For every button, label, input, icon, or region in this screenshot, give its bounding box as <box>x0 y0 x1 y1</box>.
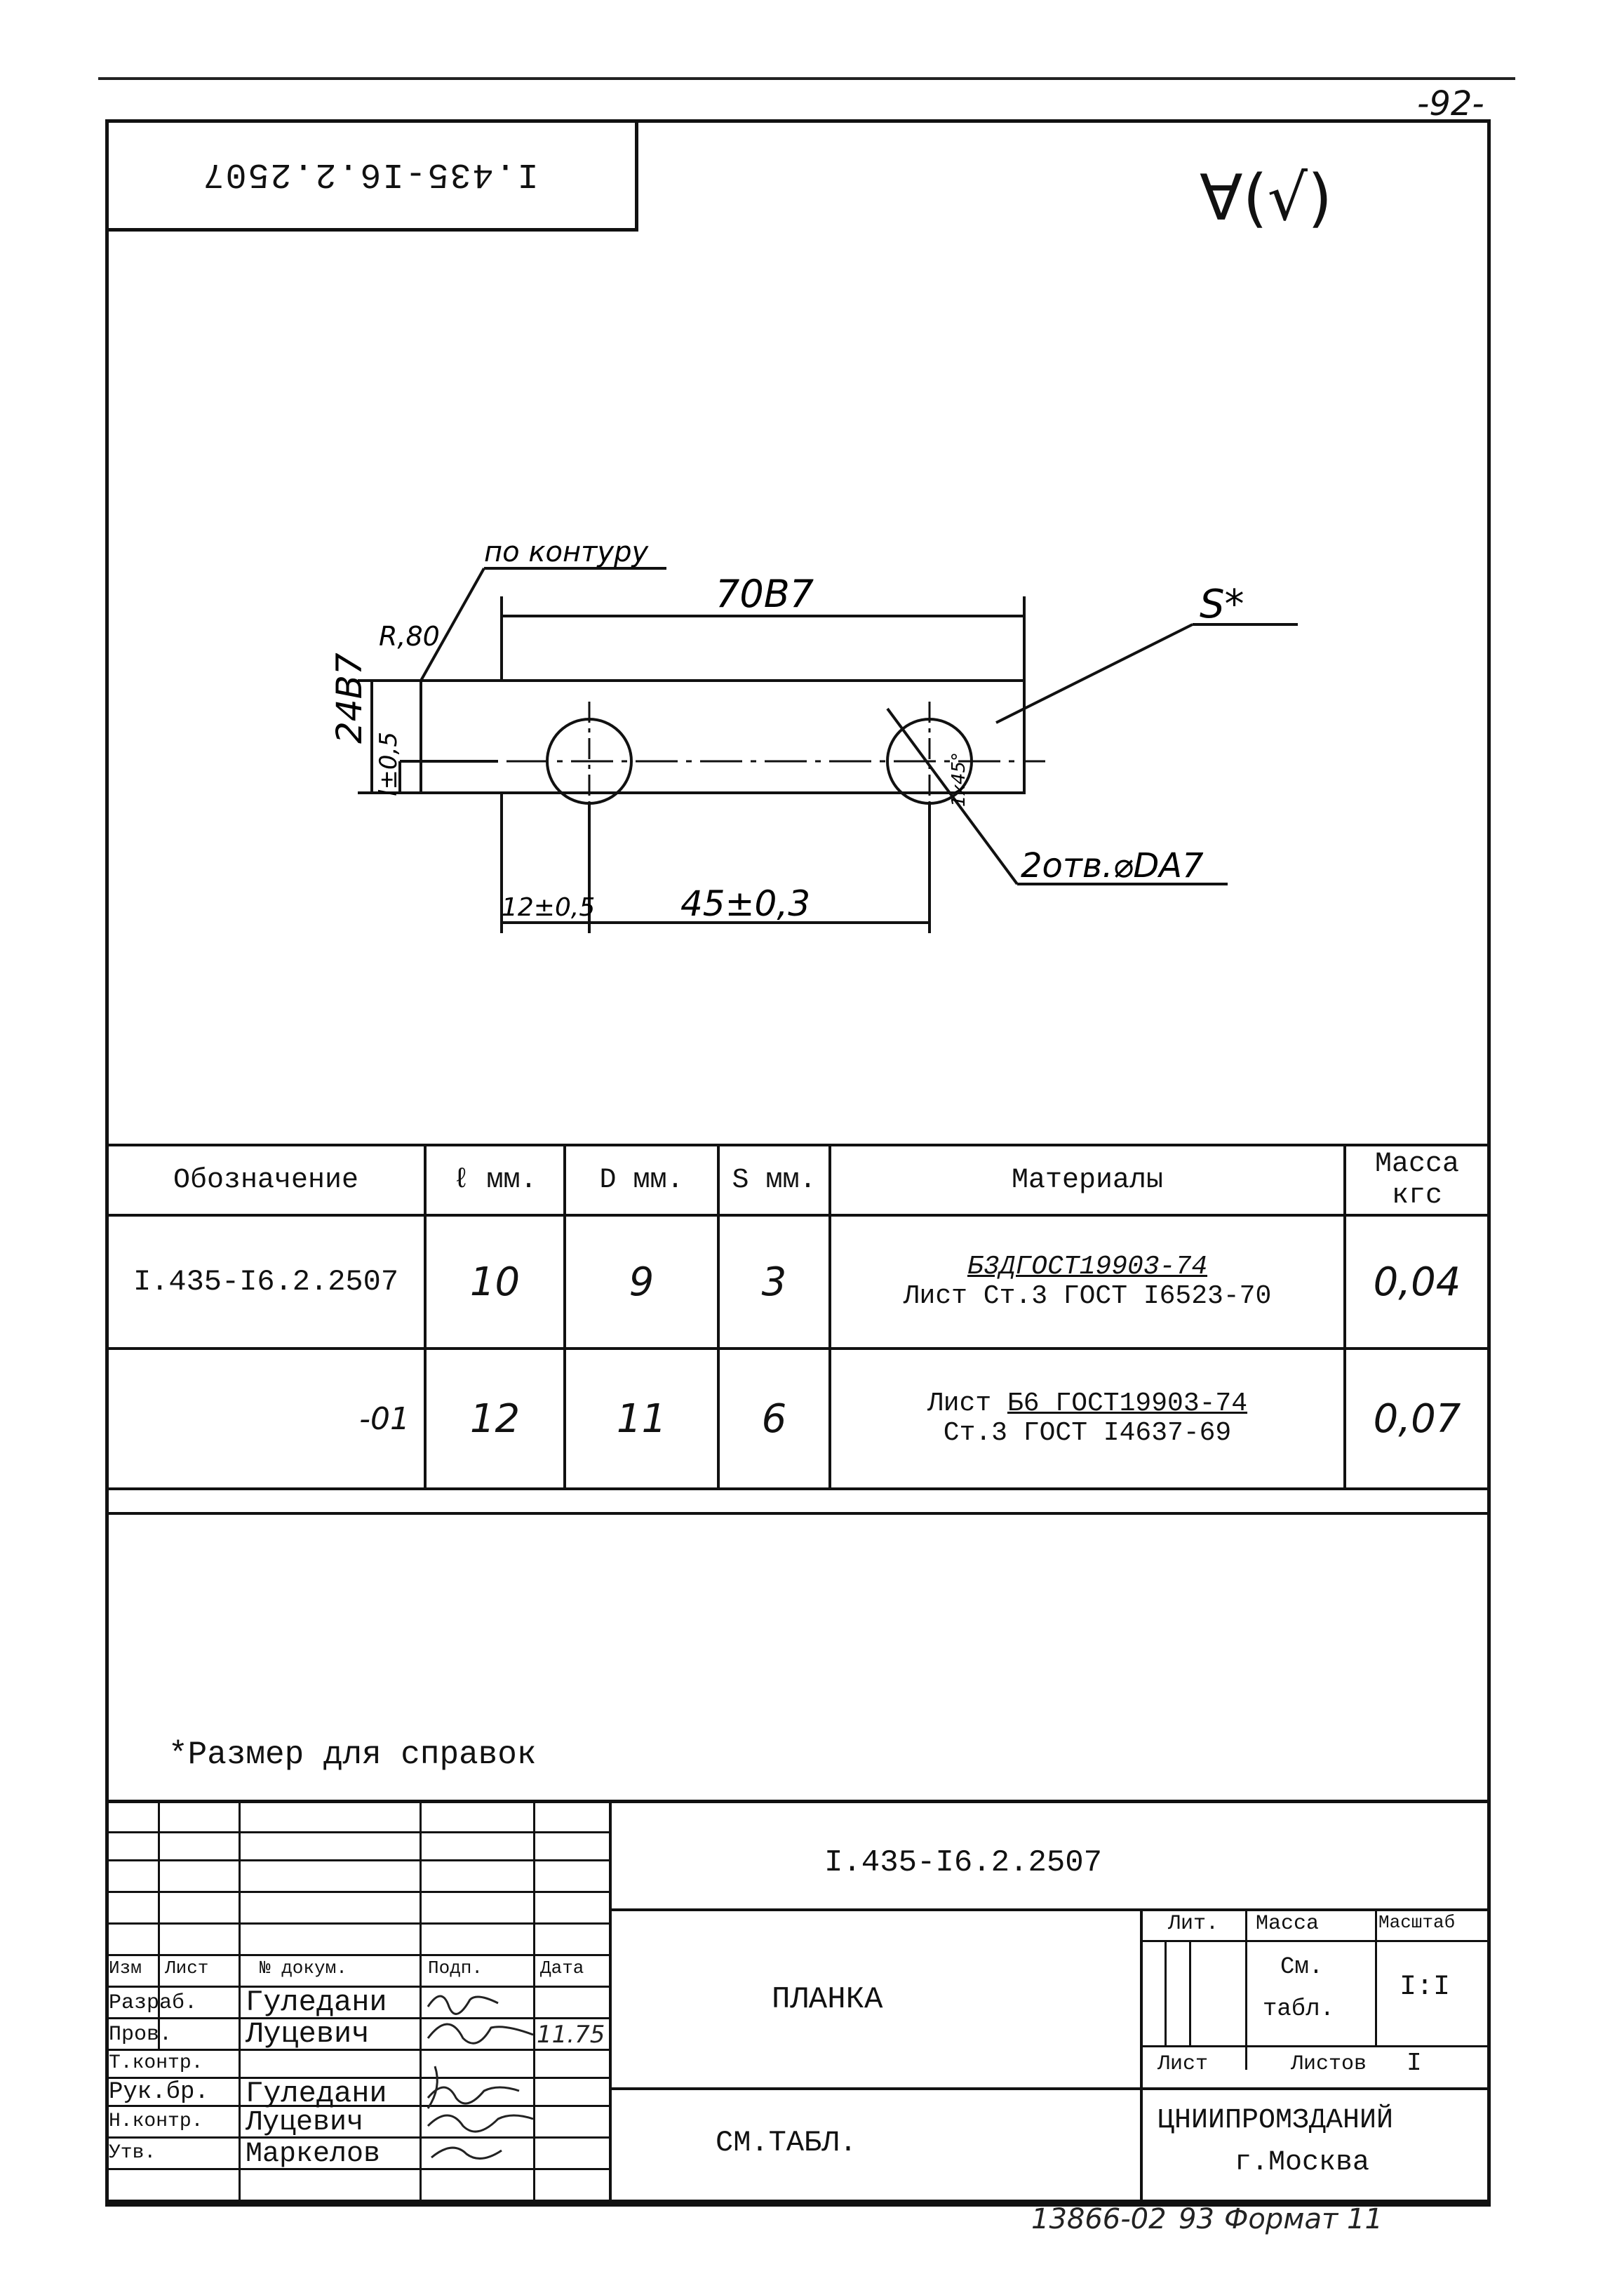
designation-cell: I.435-I6.2.2507 <box>105 1214 427 1350</box>
sheet-num: 93 <box>1179 2203 1214 2235</box>
role-norm-control: Н.контр. <box>109 2110 203 2132</box>
col-header-sign: Подп. <box>428 1958 483 1979</box>
material-bottom: Ст.3 ГОСТ I4637-69 <box>943 1418 1232 1448</box>
part-material: СМ.ТАБЛ. <box>716 2126 857 2160</box>
title-block-code: I.435-I6.2.2507 <box>824 1845 1103 1880</box>
table-bottom-line <box>105 1512 1491 1515</box>
col-header-list: Лист <box>165 1958 209 1979</box>
material-bottom: Лист Ст.3 ГОСТ I6523-70 <box>831 1282 1343 1311</box>
name-team-lead: Гуледани <box>246 2077 387 2110</box>
signatures <box>427 1995 534 2160</box>
material-prefix: Лист <box>927 1389 992 1419</box>
header-materials: Материалы <box>828 1144 1346 1217</box>
scale-value: I:I <box>1400 1972 1451 2003</box>
material-top-line: Лист Б6 ГОСТ19903-74 <box>831 1389 1343 1419</box>
part-name: ПЛАНКА <box>772 1982 883 2017</box>
specification-table: Обозначение ℓ мм. D мм. S мм. Материалы … <box>105 1144 1491 1490</box>
radius-label: R,80 <box>379 621 440 652</box>
holes-label: 2отв.⌀DA7 <box>1021 846 1204 885</box>
mass-value-1: См. <box>1280 1954 1324 1981</box>
edge-offset-h-label: 12±0,5 <box>502 893 595 922</box>
approval-date: 11.75 <box>537 2021 605 2049</box>
header-mass: Масса кгс <box>1343 1144 1491 1217</box>
material-prefix: Лист <box>903 1281 967 1311</box>
sheets-value: I <box>1407 2049 1422 2078</box>
col-header-doc: № докум. <box>260 1958 347 1979</box>
header-designation: Обозначение <box>105 1144 427 1217</box>
hole-spacing-label: 45±0,3 <box>680 883 810 924</box>
role-developer: Разраб. <box>109 1991 198 2015</box>
d-cell: 11 <box>563 1347 720 1490</box>
city: г.Москва <box>1235 2147 1370 2179</box>
inventory-number: 13866-02 <box>1031 2203 1167 2235</box>
mass-value-2: табл. <box>1263 1996 1335 2023</box>
header-d: D мм. <box>563 1144 720 1217</box>
name-norm-control: Луцевич <box>246 2107 364 2139</box>
table-row: I.435-I6.2.2507 10 9 3 Б3ДГОСТ19903-74 Л… <box>105 1214 1491 1350</box>
material-cell: Лист Б6 ГОСТ19903-74 Ст.3 ГОСТ I4637-69 <box>828 1347 1346 1490</box>
roughness-mark: ∀(√) <box>1200 161 1333 235</box>
name-approved: Маркелов <box>246 2139 381 2170</box>
s-cell: 6 <box>717 1347 831 1490</box>
l-cell: 12 <box>424 1347 566 1490</box>
scale-label: Масштаб <box>1378 1912 1456 1933</box>
plate-outline <box>420 679 1026 794</box>
top-border-line <box>98 77 1515 80</box>
sheets-label: Листов <box>1291 2052 1367 2076</box>
col-header-izm: Изм <box>109 1958 142 1979</box>
sheet-label: Лист <box>1157 2052 1209 2076</box>
length-label: 70B7 <box>716 572 814 616</box>
chamfer-label: 1x45° <box>948 752 969 807</box>
mass-label: Масса <box>1256 1912 1320 1936</box>
rotated-stamp: I.435-I6.2.2507 <box>105 119 638 232</box>
designation-cell: -01 <box>105 1347 427 1490</box>
page-number: -92- <box>1417 84 1484 123</box>
width-label: 24B7 <box>329 653 370 744</box>
mass-cell: 0,07 <box>1343 1347 1491 1490</box>
format-label: Формат 11 <box>1224 2203 1383 2235</box>
reference-note: *Размер для справок <box>168 1737 537 1773</box>
l-cell: 10 <box>424 1214 566 1350</box>
col-header-date: Дата <box>540 1958 584 1979</box>
stamp-code: I.435-I6.2.2507 <box>201 154 539 194</box>
material-top: Б6 ГОСТ19903-74 <box>1007 1389 1248 1419</box>
lit-label: Лит. <box>1168 1912 1219 1936</box>
contour-note: по контуру <box>484 536 649 568</box>
role-checker: Пров. <box>109 2023 173 2047</box>
edge-offset-v-label: l±0,5 <box>375 732 403 796</box>
material-spec: Ст.3 ГОСТ I6523-70 <box>983 1281 1272 1311</box>
header-l: ℓ мм. <box>424 1144 566 1217</box>
role-tech-control: Т.контр. <box>109 2052 203 2074</box>
material-top: Б3ДГОСТ19903-74 <box>967 1252 1208 1283</box>
name-checker: Луцевич <box>246 2017 370 2051</box>
d-cell: 9 <box>563 1214 720 1350</box>
role-approved: Утв. <box>109 2142 156 2164</box>
organization: ЦНИИПРОМЗДАНИЙ <box>1157 2105 1394 2136</box>
role-team-lead: Рук.бр. <box>109 2079 209 2106</box>
s-cell: 3 <box>717 1214 831 1350</box>
name-developer: Гуледани <box>246 1986 387 2019</box>
header-s: S мм. <box>717 1144 831 1217</box>
mass-cell: 0,04 <box>1343 1214 1491 1350</box>
part-drawing: по контуру R,80 70B7 S* 24B7 l±0,5 12±0,… <box>329 536 1298 933</box>
material-cell: Б3ДГОСТ19903-74 Лист Ст.3 ГОСТ I6523-70 <box>828 1214 1346 1350</box>
thickness-label: S* <box>1200 582 1244 627</box>
table-row: -01 12 11 6 Лист Б6 ГОСТ19903-74 Ст.3 ГО… <box>105 1347 1491 1490</box>
